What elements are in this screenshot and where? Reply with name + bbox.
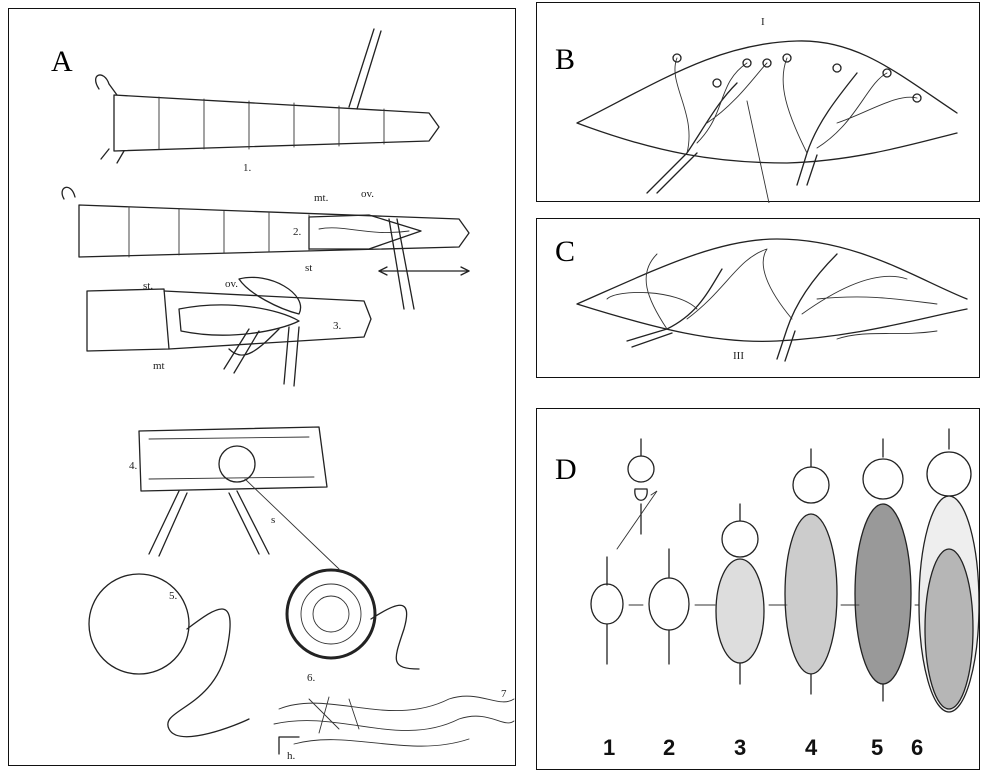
label-mt-a: mt. (314, 192, 329, 204)
label-ov-b: ov. (225, 278, 238, 290)
abdomen-intact (96, 29, 439, 163)
label-step6: 6. (307, 672, 316, 684)
filled-follicle (287, 570, 419, 669)
stage-5-cell (855, 439, 911, 701)
label-mt-b: mt (153, 360, 165, 372)
stage-label-3: 3 (734, 735, 746, 761)
panel-b-drawing: I (537, 3, 981, 203)
stage-2-cell (649, 549, 689, 664)
stage-6-cell (919, 429, 979, 712)
label-s: s (271, 514, 275, 526)
stage-label-2: 2 (663, 735, 675, 761)
panel-a-drawing: 1. mt. ov. 2. st st. ov. 3. mt (9, 9, 517, 767)
label-st-b: st. (143, 280, 153, 292)
label-step4: 4. (129, 460, 138, 472)
label-step1: 1. (243, 162, 252, 174)
label-ov-a: ov. (361, 188, 374, 200)
stage-4-cell (785, 449, 837, 694)
abdomen-dissected (62, 187, 469, 309)
stage-label-4: 4 (805, 735, 817, 761)
label-st-a: st (305, 262, 312, 274)
label-step5: 5. (169, 590, 178, 602)
label-step7: 7 (501, 688, 507, 700)
stage-label-6: 6 (911, 735, 923, 761)
stage-label-1: 1 (603, 735, 615, 761)
panel-d-drawing (537, 409, 981, 771)
label-h: h. (287, 750, 296, 762)
panel-a: A 1. mt. ov. 2. st (8, 8, 516, 766)
stage-3-cell (716, 504, 764, 684)
label-step2: 2. (293, 226, 302, 238)
gonad-extraction (87, 277, 371, 386)
panel-c-drawing: III (537, 219, 981, 379)
panel-d: D (536, 408, 980, 770)
panel-b-roman: I (761, 16, 765, 28)
panel-c: C III (536, 218, 980, 378)
sperm-bundle (274, 696, 514, 754)
panel-c-roman: III (733, 350, 744, 362)
panel-b: B I (536, 2, 980, 202)
stage-1-cell (591, 557, 623, 664)
opened-segment (139, 427, 339, 569)
label-step3: 3. (333, 320, 342, 332)
cyst-upper (617, 439, 657, 549)
stage-label-5: 5 (871, 735, 883, 761)
